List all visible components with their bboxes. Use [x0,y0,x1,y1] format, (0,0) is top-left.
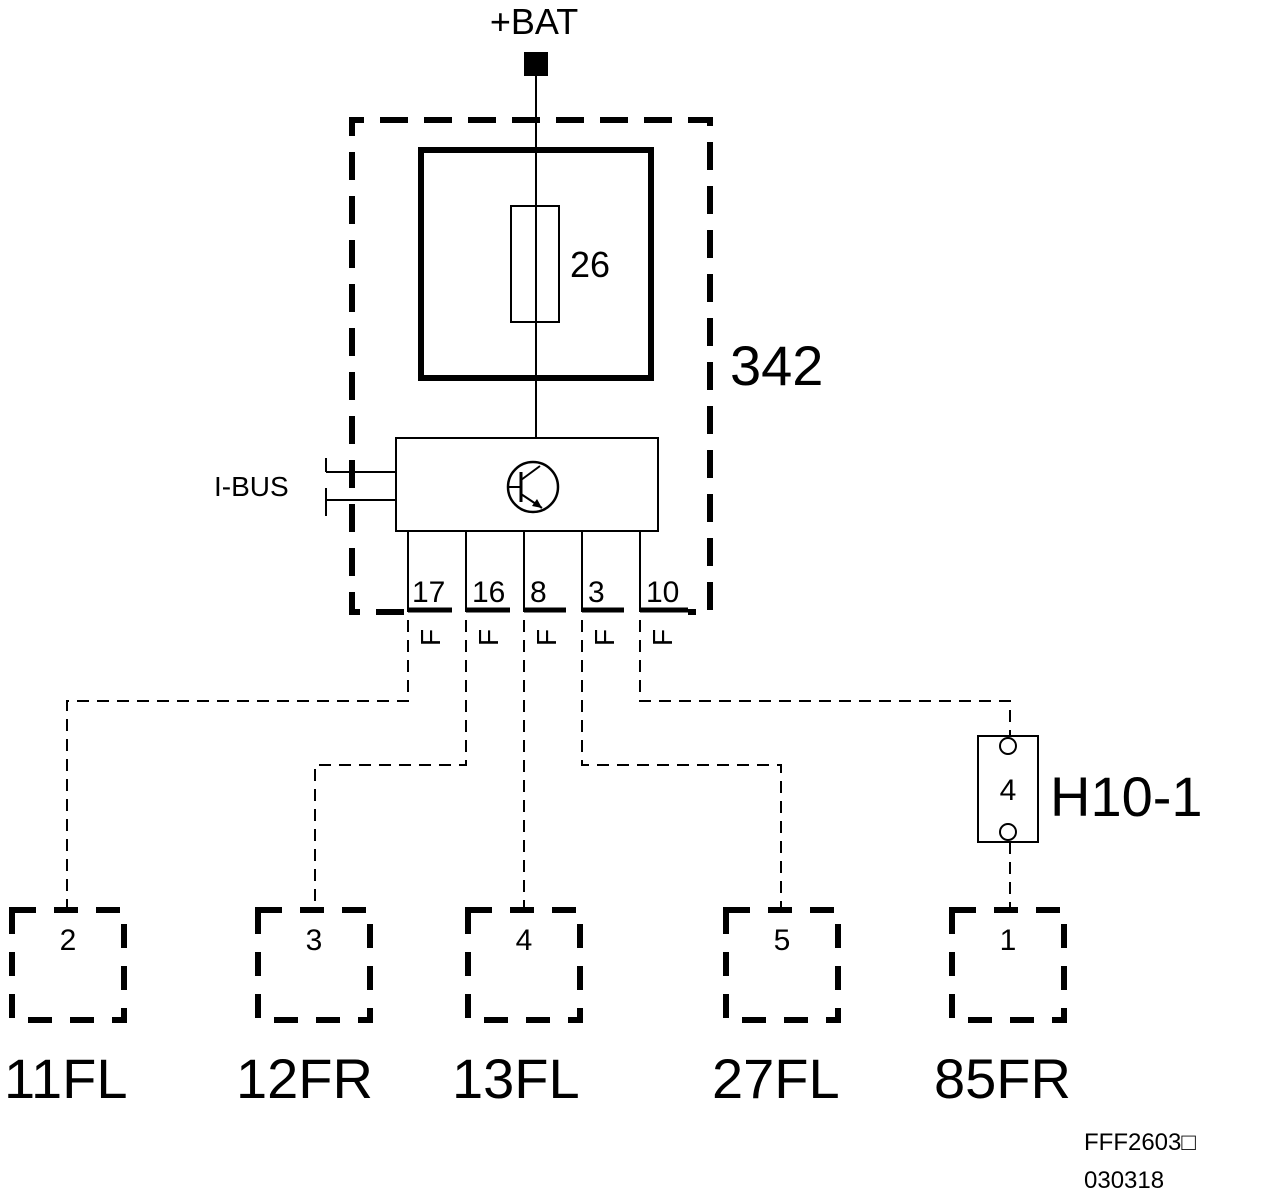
component-pin: 2 [60,924,77,957]
pin-code: F [473,629,504,646]
component-pin: 3 [306,924,323,957]
component-12fr: 3 12FR [236,907,373,1110]
connector-pin: 4 [1000,774,1017,807]
transistor-icon [506,460,560,514]
component-27fl: 5 27FL [712,907,841,1110]
component-13fl: 4 13FL [452,907,583,1110]
wires [66,620,1011,910]
footer: FFF2603□ 030318 [1084,1129,1196,1194]
component-label: 85FR [934,1047,1071,1110]
pin-number: 3 [588,576,605,609]
battery-terminal: +BAT [490,1,578,438]
module-342: 342 [349,117,823,615]
component-label: 13FL [452,1047,580,1110]
pin-17: 17 F [407,531,452,646]
wire-16 [314,620,467,910]
component-11fl: 2 11FL [4,907,127,1110]
ibus-label: I-BUS [214,471,289,502]
pin-code: F [647,629,678,646]
wire-10 [639,620,1011,738]
fuse-label: 26 [570,244,610,285]
component-label: 12FR [236,1047,373,1110]
pin-3: 3 F [581,531,624,646]
component-label: 11FL [4,1047,127,1110]
pin-16: 16 F [465,531,510,646]
pin-10: 10 F [639,531,688,646]
connector-label: H10-1 [1050,765,1203,828]
wire-3 [581,620,782,910]
pin-code: F [589,629,620,646]
pin-number: 10 [646,576,679,609]
component-pin: 5 [774,924,791,957]
pin-code: F [415,629,446,646]
battery-label: +BAT [490,1,578,42]
control-unit [395,437,659,532]
connector-h10-1: 4 H10-1 [977,735,1203,843]
component-85fr: 1 85FR [934,907,1071,1110]
drawing-date: 030318 [1084,1167,1164,1194]
fuse-box: 26 [418,147,654,381]
pin-number: 17 [412,576,445,609]
module-label: 342 [730,334,823,397]
pin-code: F [531,629,562,646]
component-label: 27FL [712,1047,840,1110]
component-pin: 4 [516,924,533,957]
pin-8: 8 F [523,531,566,646]
ibus-connection: I-BUS [214,458,396,516]
wire-17 [66,620,409,910]
pin-number: 16 [472,576,505,609]
battery-terminal-square [524,52,548,76]
drawing-code: FFF2603□ [1084,1129,1196,1156]
component-pin: 1 [1000,924,1017,957]
pin-number: 8 [530,576,547,609]
